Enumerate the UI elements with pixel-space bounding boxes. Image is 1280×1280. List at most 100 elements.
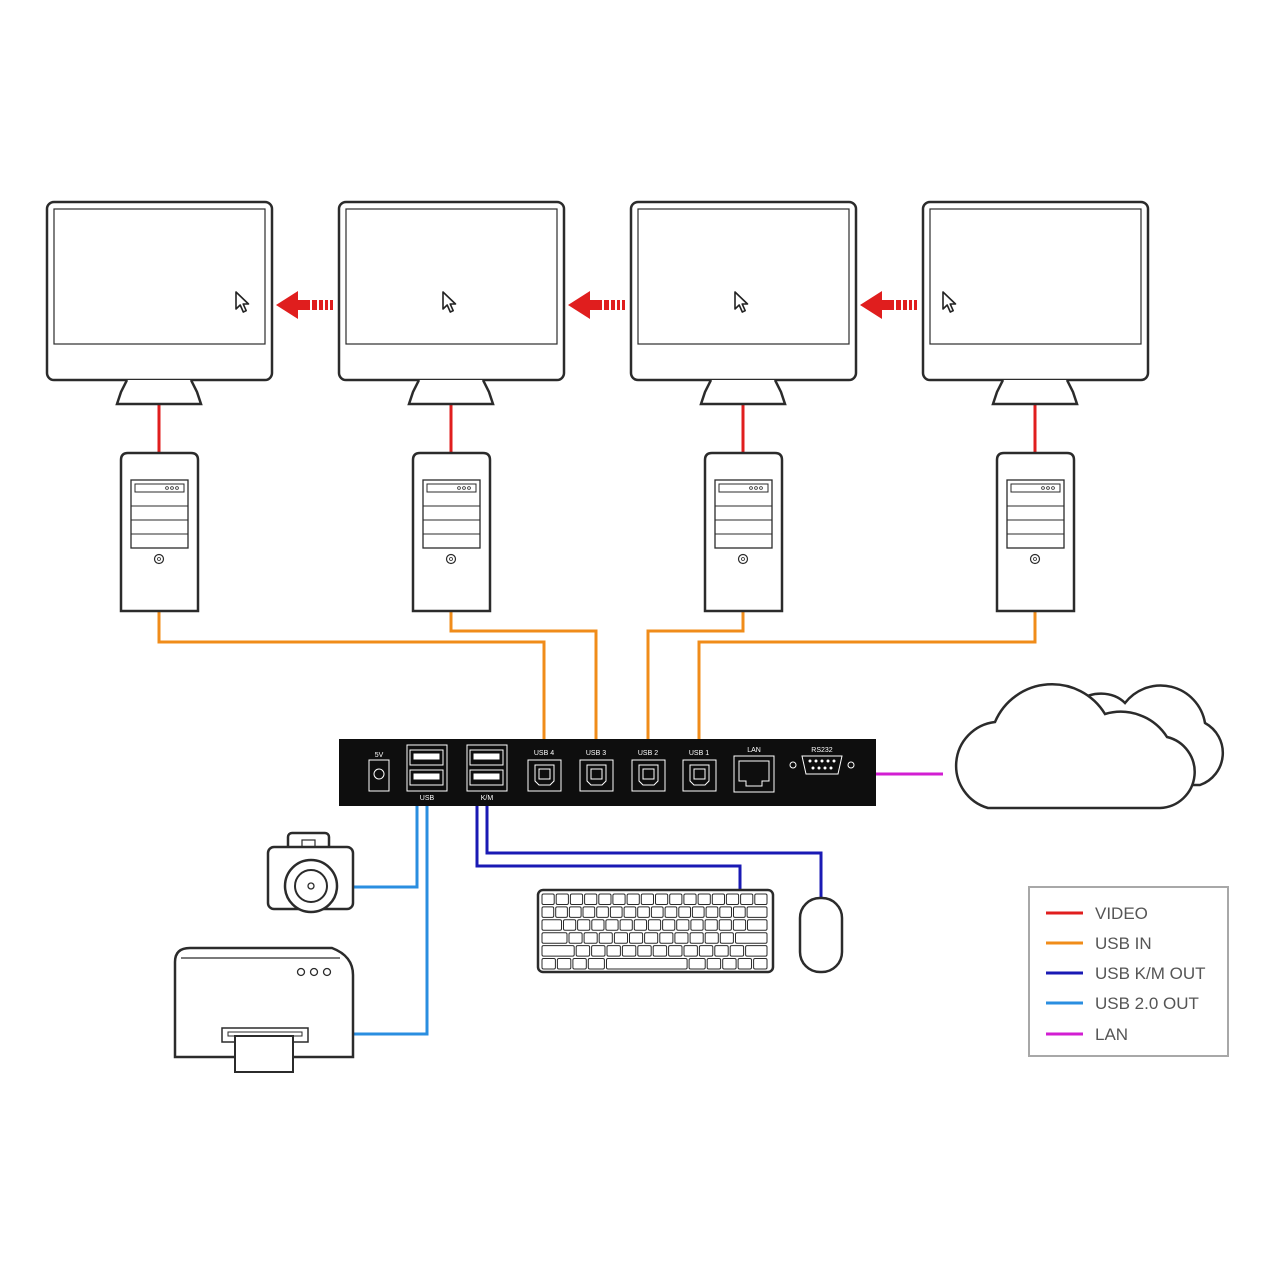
keyboard-key bbox=[753, 958, 768, 970]
legend-item-usb-in: USB IN bbox=[1046, 934, 1152, 953]
keyboard-key bbox=[655, 893, 669, 905]
keyboard-key bbox=[575, 945, 591, 957]
mouse-icon bbox=[798, 896, 844, 974]
legend-item-lan: LAN bbox=[1046, 1025, 1128, 1044]
left-arrow-icon bbox=[860, 291, 917, 319]
keyboard-key bbox=[598, 932, 613, 944]
keyboard-key bbox=[733, 906, 746, 918]
lan-label: LAN bbox=[747, 747, 761, 754]
keyboard-key bbox=[664, 906, 678, 918]
keyboard-key bbox=[569, 893, 584, 905]
keyboard-icon bbox=[536, 888, 775, 974]
keyboard-key bbox=[637, 906, 650, 918]
keyboard-key bbox=[583, 932, 598, 944]
legend-label: USB 2.0 OUT bbox=[1095, 994, 1199, 1013]
legend-item-video: VIDEO bbox=[1046, 904, 1148, 923]
keyboard-key bbox=[691, 906, 705, 918]
keyboard-key bbox=[683, 945, 698, 957]
usb-a-ports bbox=[406, 744, 448, 792]
keyboard-key bbox=[613, 932, 629, 944]
pc-tower-2 bbox=[411, 451, 492, 613]
keyboard-key bbox=[609, 906, 623, 918]
legend: VIDEO USB IN USB K/M OUT USB 2.0 OUT LAN bbox=[1028, 886, 1229, 1057]
keyboard-key bbox=[669, 893, 683, 905]
keyboard-key bbox=[582, 906, 596, 918]
keyboard-key bbox=[640, 893, 654, 905]
power-label: 5V bbox=[375, 752, 384, 759]
video-cables bbox=[157, 405, 1037, 453]
keyboard-key bbox=[568, 932, 583, 944]
legend-item-usb-km-out: USB K/M OUT bbox=[1046, 964, 1206, 983]
keyboard-key bbox=[629, 932, 644, 944]
keyboard-key bbox=[619, 919, 633, 931]
keyboard-key bbox=[747, 919, 768, 931]
keyboard-key bbox=[626, 893, 640, 905]
keyboard-key bbox=[568, 906, 582, 918]
monitor-2 bbox=[337, 200, 566, 406]
legend-label: LAN bbox=[1095, 1025, 1128, 1044]
keyboard-key bbox=[644, 932, 659, 944]
keyboard-key bbox=[577, 919, 591, 931]
camera-icon bbox=[266, 831, 355, 914]
keyboard-key bbox=[690, 919, 704, 931]
keyboard-key bbox=[714, 945, 729, 957]
keyboard-key bbox=[623, 906, 637, 918]
keyboard-key bbox=[719, 932, 734, 944]
keyboard-key bbox=[725, 893, 740, 905]
monitor-1 bbox=[45, 200, 274, 406]
monitors bbox=[45, 200, 1150, 406]
keyboard-key bbox=[647, 919, 662, 931]
keyboard-key bbox=[662, 919, 676, 931]
km-label: K/M bbox=[481, 795, 494, 802]
power-jack-icon bbox=[368, 759, 390, 792]
port-label-usb-2: USB 2 bbox=[638, 750, 658, 757]
left-arrow-icon bbox=[568, 291, 625, 319]
keyboard-key bbox=[678, 906, 691, 918]
keyboard-key bbox=[572, 958, 587, 970]
keyboard-key bbox=[587, 958, 605, 970]
legend-label: USB IN bbox=[1095, 934, 1152, 953]
keyboard-key bbox=[697, 893, 711, 905]
cursor-travel-arrows bbox=[276, 291, 917, 319]
keyboard-key bbox=[541, 958, 556, 970]
legend-item-usb-2-out: USB 2.0 OUT bbox=[1046, 994, 1199, 1013]
keyboard-key bbox=[555, 906, 568, 918]
keyboard-key bbox=[706, 958, 722, 970]
keyboard-key bbox=[633, 919, 647, 931]
keyboard-key bbox=[650, 906, 664, 918]
usb-b-ports bbox=[527, 759, 717, 792]
keyboard-key bbox=[722, 958, 737, 970]
legend-label: USB K/M OUT bbox=[1095, 964, 1206, 983]
keyboard-key bbox=[735, 932, 768, 944]
keyboard-key bbox=[637, 945, 652, 957]
keyboard-key bbox=[598, 893, 612, 905]
usb-km-out-cables bbox=[475, 757, 823, 898]
keyboard-key bbox=[605, 919, 619, 931]
keyboard-key bbox=[659, 932, 674, 944]
usb-label: USB bbox=[420, 795, 435, 802]
monitor-4 bbox=[921, 200, 1150, 406]
port-label-usb-4: USB 4 bbox=[534, 750, 554, 757]
keyboard-key bbox=[668, 945, 683, 957]
keyboard-key bbox=[541, 919, 562, 931]
legend-label: VIDEO bbox=[1095, 904, 1148, 923]
keyboard-key bbox=[541, 945, 575, 957]
keyboard-key bbox=[555, 893, 569, 905]
keyboard-key bbox=[584, 893, 598, 905]
pc-tower-1 bbox=[119, 451, 200, 613]
keyboard-key bbox=[676, 919, 690, 931]
keyboard-key bbox=[612, 893, 626, 905]
keyboard-key bbox=[732, 919, 747, 931]
port-label-usb-1: USB 1 bbox=[689, 750, 709, 757]
keyboard-key bbox=[718, 919, 732, 931]
keyboard-key bbox=[563, 919, 577, 931]
kvm-switch: 5V USB K/M USB 4 USB 3 USB 2 U bbox=[339, 739, 876, 806]
keyboard-key bbox=[541, 906, 555, 918]
keyboard-key bbox=[596, 906, 609, 918]
keyboard-key bbox=[556, 958, 572, 970]
keyboard-key bbox=[704, 919, 718, 931]
keyboard-key bbox=[683, 893, 697, 905]
pc-tower-4 bbox=[995, 451, 1076, 613]
rs232-label: RS232 bbox=[811, 747, 833, 754]
